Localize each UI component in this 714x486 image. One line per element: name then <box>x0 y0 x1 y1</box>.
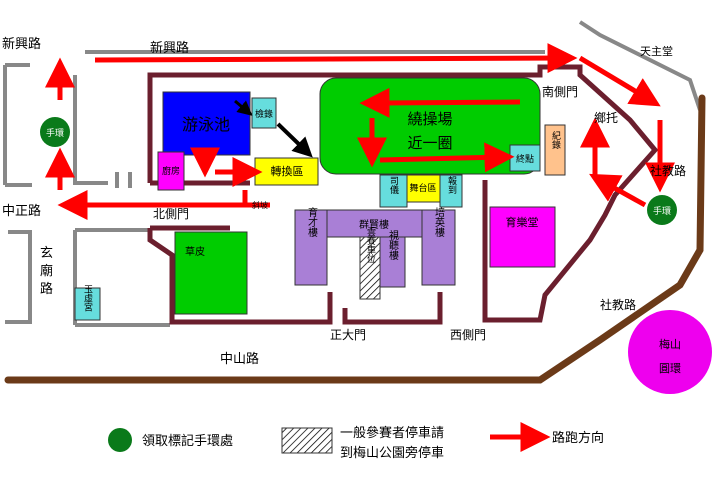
road-tianzhutang: 天主堂 <box>640 45 673 58</box>
route-arrows <box>45 43 675 220</box>
kitchen-box <box>157 151 185 191</box>
wristband-station-east <box>647 195 677 225</box>
lawn <box>174 231 248 315</box>
transition-label: 轉換區 <box>271 165 304 178</box>
music-hall <box>489 206 556 268</box>
finish-label: 終點 <box>516 153 534 165</box>
track-label-1: 繞操場 <box>407 110 452 128</box>
pool-arrow-in <box>234 99 253 116</box>
report-box <box>439 174 463 208</box>
gate-north: 北側門 <box>153 207 189 221</box>
shiting-label: 視聽樓 <box>387 229 399 261</box>
gate-zhengda: 正大門 <box>330 328 366 342</box>
pool-arrow-out <box>276 122 313 158</box>
legend-parking-text-2: 到梅山公園旁停車 <box>340 445 444 461</box>
kitchen-label: 廚房 <box>162 165 180 177</box>
music-hall-label: 育樂堂 <box>506 215 539 229</box>
yuxu-label: 玉虛宮 <box>82 284 93 312</box>
emcee-label: 司儀 <box>388 176 399 194</box>
peiying-label: 培英樓 <box>433 206 445 238</box>
meishan-label-1: 梅山 <box>659 337 681 351</box>
record-label: 紀錄 <box>550 130 561 150</box>
check-in-label: 檢錄 <box>255 108 273 120</box>
road-zhongshan: 中山路 <box>220 351 259 367</box>
yucai-label: 育才樓 <box>306 206 318 238</box>
road-xinxing-top: 新興路 <box>150 40 189 56</box>
meishan-label-2: 圓環 <box>659 362 681 375</box>
meishan-roundabout <box>628 310 712 394</box>
wristband-label-east: 手環 <box>653 205 671 217</box>
label-slope: 斜坡 <box>252 200 268 210</box>
record-box <box>544 124 566 176</box>
emcee-box <box>379 174 408 208</box>
qunxian-building <box>326 209 423 238</box>
gate-west: 西側門 <box>450 328 486 342</box>
parking-area <box>359 236 381 300</box>
shiting-building <box>379 236 406 288</box>
campus-wall <box>147 64 659 325</box>
stage-label: 舞台區 <box>409 182 436 194</box>
road-xuanmiao-3: 路 <box>40 281 53 297</box>
road-zhongzheng: 中正路 <box>2 203 41 219</box>
pool-label: 游泳池 <box>182 115 230 134</box>
grey-blocks <box>3 20 702 327</box>
check-in-box <box>251 97 277 129</box>
legend-parking-icon <box>281 427 333 454</box>
finish-box <box>509 144 541 172</box>
wristband-station-west <box>40 117 70 147</box>
roads <box>4 94 706 384</box>
qunxian-label: 群賢樓 <box>359 218 389 231</box>
road-shejiao-right: 社教路 <box>650 163 686 178</box>
legend-wristband-text: 領取標記手環處 <box>142 433 233 449</box>
stage-box <box>406 174 441 203</box>
wristband-label-west: 手環 <box>46 127 64 139</box>
peiying-building <box>421 209 456 286</box>
track-label-2: 近一圈 <box>407 134 452 152</box>
road-xinxing-left: 新興路 <box>2 36 41 52</box>
parking-label: 雲賽車位 <box>365 227 376 264</box>
legend-parking-text-1: 一般參賽者停車請 <box>340 425 444 441</box>
transition-area <box>254 157 319 186</box>
road-xuanmiao-1: 玄 <box>40 246 53 261</box>
yuxu-temple <box>74 287 101 321</box>
gate-south: 南側門 <box>542 84 578 99</box>
legend: 領取標記手環處 一般參賽者停車請 到梅山公園旁停車 路跑方向 <box>108 422 604 461</box>
legend-wristband-icon <box>108 428 132 452</box>
lawn-label: 草皮 <box>185 245 205 258</box>
road-xuanmiao-2: 廟 <box>40 263 53 279</box>
yucai-building <box>294 209 328 286</box>
road-shejiao-bottom: 社教路 <box>600 297 636 312</box>
label-xiangtuo: 鄉托 <box>594 111 618 125</box>
report-label: 報到 <box>446 176 457 194</box>
legend-route-text: 路跑方向 <box>552 430 604 446</box>
